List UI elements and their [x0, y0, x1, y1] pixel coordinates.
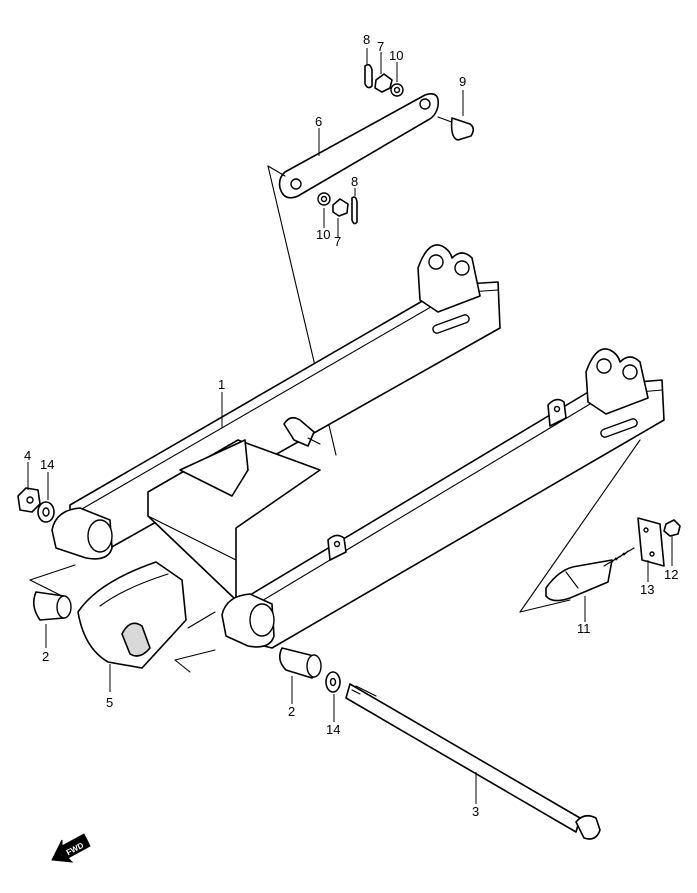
leader-lines: [27, 48, 673, 804]
bushing-right: [278, 647, 322, 679]
callout-14-right: 14: [326, 722, 340, 737]
washer-14-left: [37, 501, 55, 523]
callout-labels: 1 2 2 3 4 5 6 7 7 8 8 9 10 10 11 12 13 1…: [24, 32, 678, 819]
callout-1: 1: [218, 377, 225, 392]
callout-8-bottom: 8: [351, 174, 358, 189]
lower-fasteners: [317, 192, 358, 225]
callout-14-left: 14: [40, 457, 54, 472]
torque-link-plate: [278, 93, 440, 199]
callout-3: 3: [472, 804, 479, 819]
callout-5: 5: [106, 695, 113, 710]
callout-7-bottom: 7: [334, 234, 341, 249]
chain-slider: [77, 561, 187, 669]
callout-4: 4: [24, 448, 31, 463]
bolt-9: [437, 116, 475, 141]
pivot-nut-left: [17, 487, 41, 513]
callout-12: 12: [664, 567, 678, 582]
upper-fasteners: [364, 63, 404, 97]
bushing-left: [32, 591, 72, 621]
callout-2-right: 2: [288, 704, 295, 719]
callout-13: 13: [640, 582, 654, 597]
washer-14-right: [325, 671, 341, 693]
chain-adjuster: [545, 517, 681, 602]
callout-6: 6: [315, 114, 322, 129]
callout-2-left: 2: [42, 649, 49, 664]
pivot-shaft: [345, 683, 601, 840]
callout-10-bottom: 10: [316, 227, 330, 242]
fwd-arrow-icon: FWD: [51, 833, 91, 863]
callout-7-top: 7: [377, 39, 384, 54]
callout-8-top: 8: [363, 32, 370, 47]
callout-10-top: 10: [389, 48, 403, 63]
swingarm: [51, 244, 665, 649]
callout-9: 9: [459, 74, 466, 89]
callout-11: 11: [577, 621, 591, 636]
